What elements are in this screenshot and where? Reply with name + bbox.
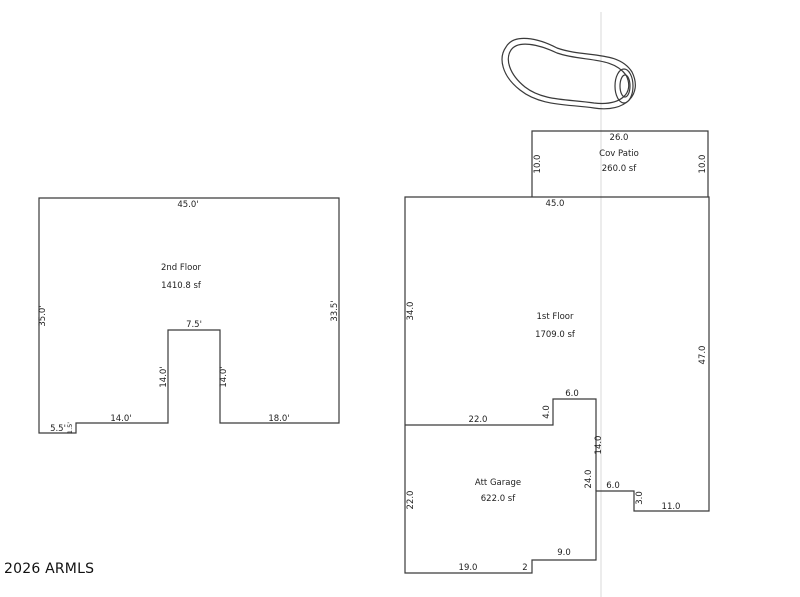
second-floor-label: 2nd Floor [161, 263, 202, 273]
second-floor-outline [38, 197, 340, 434]
garage-label: Att Garage [475, 478, 521, 488]
second-floor-area: 1410.8 sf [161, 281, 202, 291]
cov-patio-area: 260.0 sf [602, 164, 637, 174]
dim-1st-top: 45.0 [546, 199, 565, 209]
dim-1st-notch-side: 3.0 [635, 491, 645, 505]
dim-2nd-bottom-right: 18.0' [268, 414, 289, 424]
dim-garage-left: 22.0 [406, 491, 416, 510]
dim-patio-left: 10.0 [533, 155, 543, 174]
dim-patio-top: 26.0 [610, 133, 629, 143]
dim-1st-garage-top: 22.0 [469, 415, 488, 425]
dim-garage-bottom-right: 9.0 [557, 548, 571, 558]
dim-garage-step: 2 [522, 563, 527, 573]
first-floor-area: 1709.0 sf [535, 330, 576, 340]
dim-2nd-step-height: 1.5' [66, 422, 74, 434]
garage-area: 622.0 sf [481, 494, 516, 504]
dim-1st-bottom-right: 11.0 [662, 502, 681, 512]
pool [501, 37, 636, 110]
dim-2nd-right: 33.5' [330, 300, 340, 321]
dim-2nd-left: 35.0' [38, 305, 48, 326]
copyright-watermark: 2026 ARMLS [4, 561, 95, 577]
dim-2nd-bottom-left: 14.0' [110, 414, 131, 424]
dim-1st-jog-side: 14.0 [594, 436, 604, 455]
dim-2nd-notch-left: 14.0' [159, 366, 169, 387]
dim-2nd-notch-right: 14.0' [219, 366, 229, 387]
first-floor-label: 1st Floor [536, 312, 574, 322]
dim-1st-notch-top: 6.0 [606, 481, 620, 491]
dim-2nd-top: 45.0' [177, 200, 198, 210]
cov-patio-outline [531, 130, 709, 197]
dim-1st-right: 47.0 [698, 346, 708, 365]
dim-2nd-step-width: 5.5' [50, 424, 66, 434]
dim-garage-right: 24.0 [584, 470, 594, 489]
dim-1st-left: 34.0 [406, 302, 416, 321]
dim-patio-right: 10.0 [698, 155, 708, 174]
dim-1st-step: 4.0 [542, 405, 552, 419]
dim-garage-bottom: 19.0 [459, 563, 478, 573]
dim-1st-jog-top: 6.0 [565, 389, 579, 399]
cov-patio-label: Cov Patio [599, 149, 639, 159]
dim-2nd-notch-top: 7.5' [186, 320, 202, 330]
first-floor-outline [404, 196, 710, 574]
